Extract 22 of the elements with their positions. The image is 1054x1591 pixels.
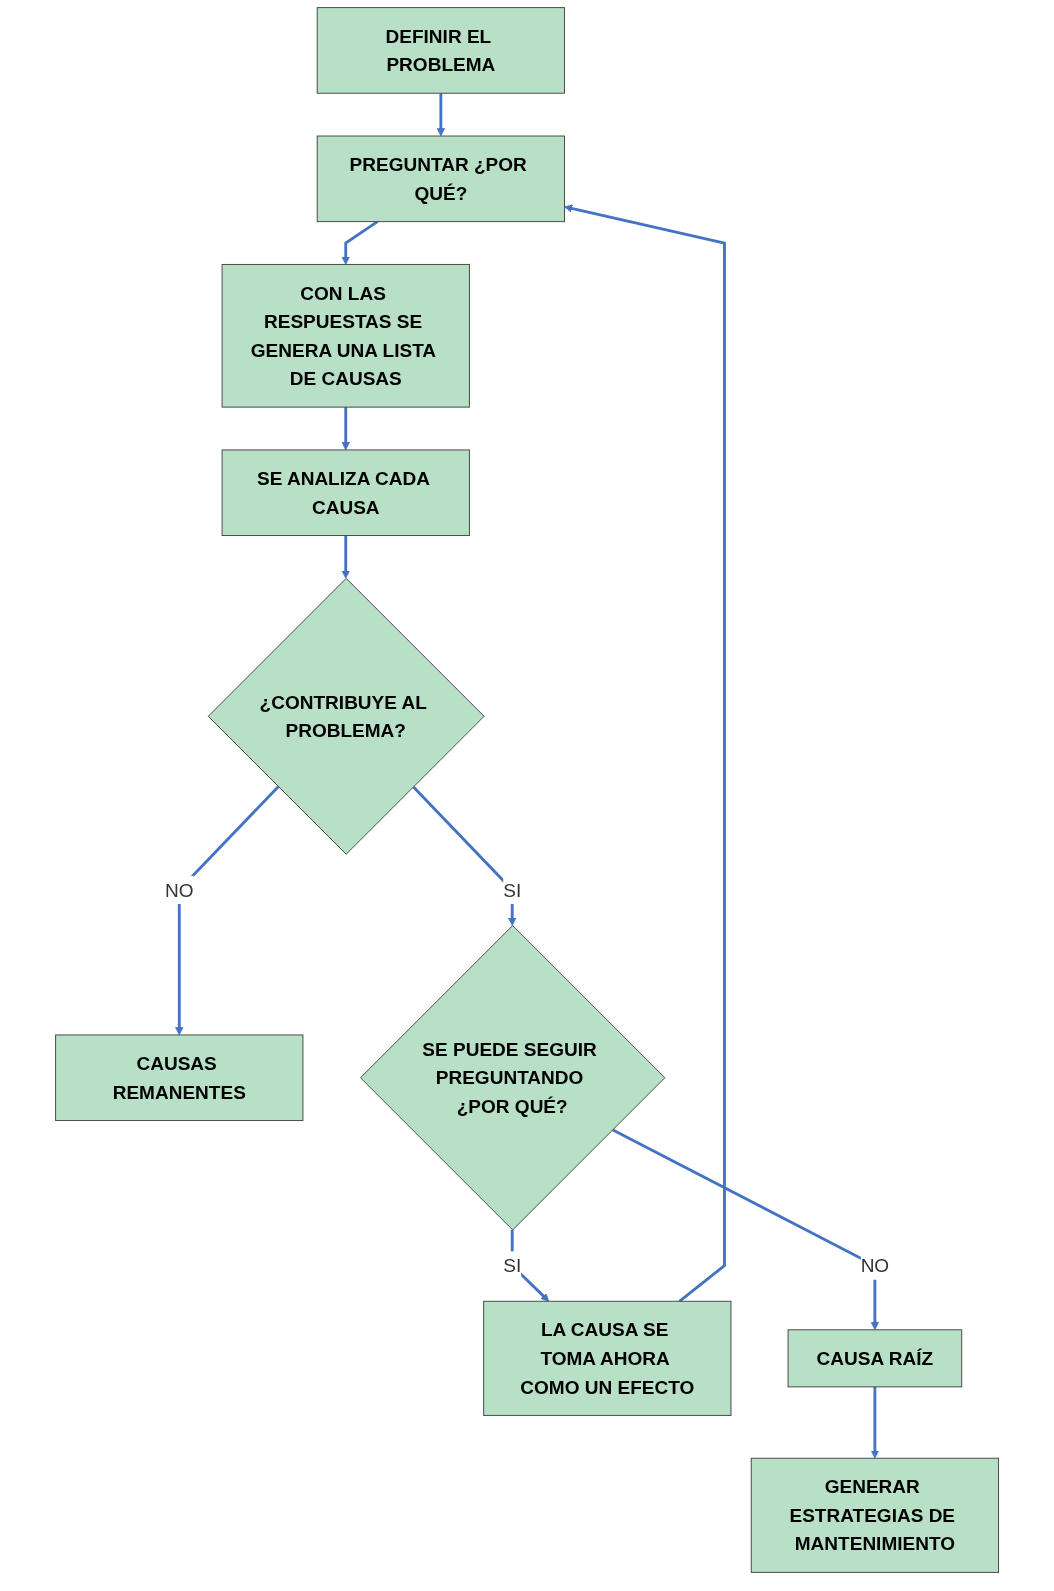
node-diamond: ¿CONTRIBUYE AL PROBLEMA? (207, 577, 485, 855)
node-box: PREGUNTAR ¿POR QUÉ? (316, 135, 565, 223)
arrow (564, 204, 726, 1303)
edge-label: SI (503, 1255, 522, 1277)
edge-label: SI (503, 879, 522, 901)
node-box: CON LAS RESPUESTAS SE GENERA UNA LISTA DE CAUSAS (221, 263, 470, 408)
arrow (870, 1386, 879, 1459)
node-box: GENERAR ESTRATEGIAS DE MANTENIMIENTO (750, 1457, 999, 1573)
arrow (436, 93, 445, 137)
node-diamond: SE PUEDE SEGUIR PREGUNTANDO ¿POR QUÉ? (359, 925, 666, 1231)
arrow (611, 1128, 879, 1331)
node-box: CAUSA RAÍZ (787, 1329, 963, 1388)
arrow (341, 220, 379, 265)
edge-label: NO (164, 879, 194, 901)
arrow (175, 785, 280, 1036)
node-box: SE ANALIZA CADA CAUSA (221, 449, 470, 536)
node-box: CAUSAS REMANENTES (55, 1034, 304, 1121)
node-box: DEFINIR EL PROBLEMA (316, 7, 565, 94)
edge-label: NO (860, 1255, 890, 1277)
arrow (341, 407, 350, 451)
arrow (341, 535, 350, 579)
node-box: LA CAUSA SE TOMA AHORA COMO UN EFECTO (483, 1300, 732, 1416)
